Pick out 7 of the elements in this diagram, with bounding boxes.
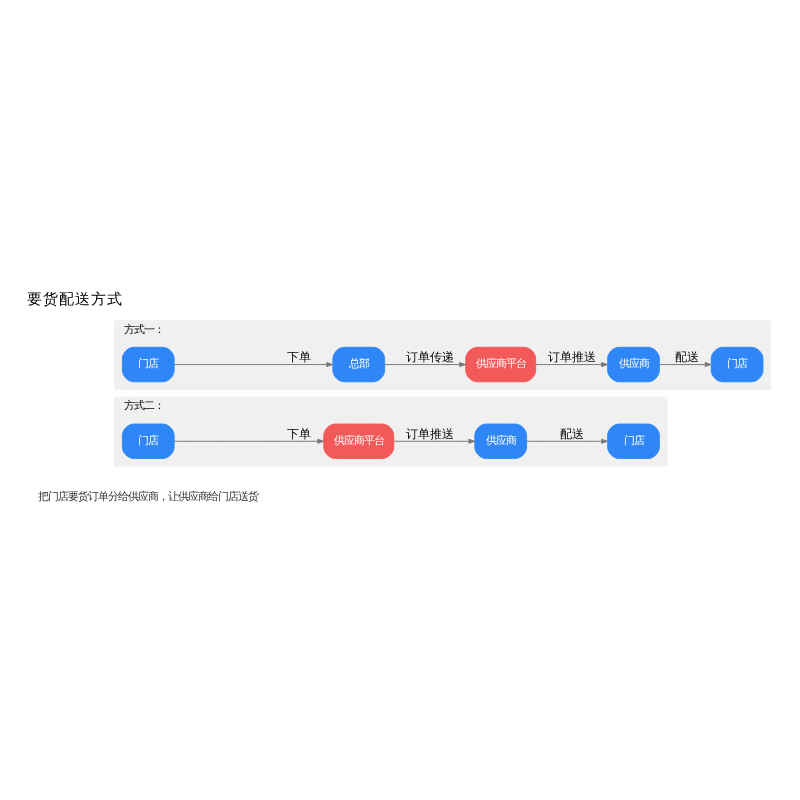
arrow	[535, 361, 608, 367]
arrow	[173, 361, 334, 367]
arrow	[384, 361, 466, 367]
arrow	[659, 361, 712, 367]
arrow	[526, 437, 608, 443]
arrow	[393, 437, 476, 443]
arrow	[173, 437, 325, 443]
